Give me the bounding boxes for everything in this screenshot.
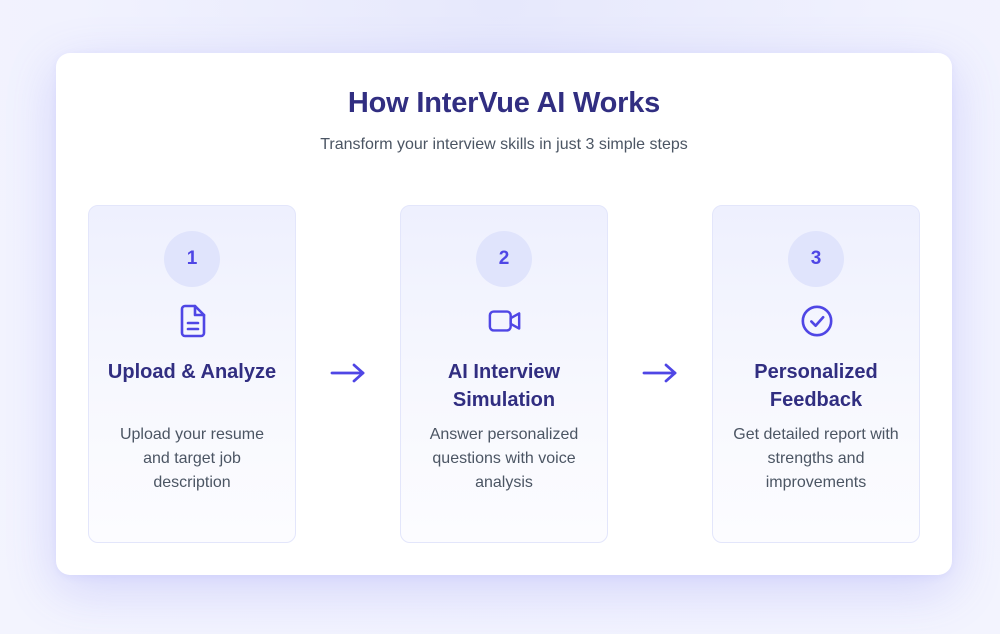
arrow-right-icon (642, 360, 678, 386)
step-number-badge: 1 (164, 231, 220, 287)
document-icon (176, 304, 210, 338)
video-camera-icon (488, 304, 522, 338)
step-description: Upload your resume and target job descri… (119, 426, 265, 491)
section-title: How InterVue AI Works (347, 87, 661, 119)
section-subtitle: Transform your interview skills in just … (320, 136, 688, 153)
step-title: Upload & Analyze (107, 361, 277, 383)
step-card-interview: 2 AI Interview Simulation Answer persona… (400, 205, 608, 543)
arrow-right-icon (330, 360, 366, 386)
step-card-upload: 1 Upload & Analyze Upload your resume an… (88, 205, 296, 543)
step-card-feedback: 3 Personalized Feedback Get detailed rep… (712, 205, 920, 543)
step-number-badge: 3 (788, 231, 844, 287)
how-it-works-card: How InterVue AI Works Transform your int… (56, 53, 952, 575)
step-title: AI Interview Simulation (447, 361, 561, 411)
step-title: Personalized Feedback (754, 361, 878, 411)
step-description: Get detailed report with strengths and i… (733, 426, 899, 491)
check-circle-icon (800, 304, 834, 338)
step-description: Answer personalized questions with voice… (429, 426, 579, 491)
step-number-badge: 2 (476, 231, 532, 287)
